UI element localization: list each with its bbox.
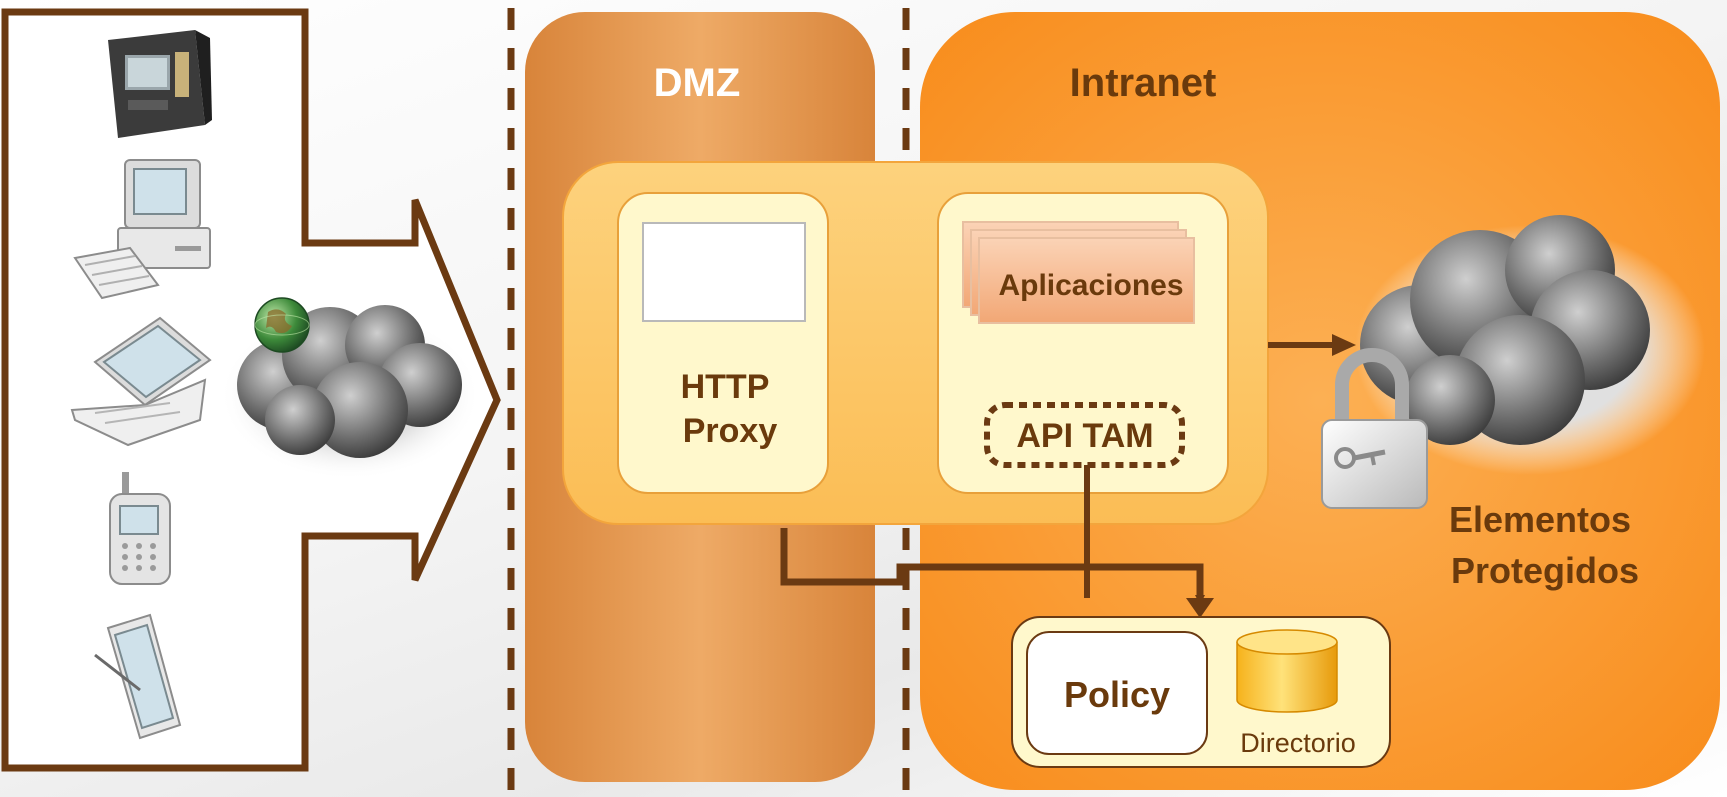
protected-cloud-icon [1355, 215, 1705, 475]
protected-label-line2: Protegidos [1451, 550, 1639, 591]
policy-box [1026, 631, 1208, 755]
desktop-computer-icon [73, 159, 211, 300]
http-proxy-label-line2: Proxy [683, 412, 778, 450]
protected-label-line1: Elementos [1449, 499, 1631, 540]
api-tam-box [984, 402, 1185, 468]
policy-label: Policy [1064, 674, 1170, 715]
laptop-icon [70, 316, 212, 447]
tablet-icon [94, 613, 182, 740]
globe-icon [254, 297, 310, 353]
protected-arrowhead [1332, 334, 1356, 356]
dmz-title: DMZ [654, 61, 741, 105]
api-tam-label: API TAM [1016, 417, 1153, 455]
mobile-phone-icon [109, 472, 171, 585]
applications-stack [962, 221, 1195, 324]
http-proxy-label-line1: HTTP [681, 368, 770, 406]
directory-database-icon [1236, 629, 1338, 713]
intranet-title: Intranet [1070, 61, 1217, 105]
atm-icon [108, 30, 212, 138]
policy-arrowhead [1186, 598, 1214, 618]
applications-label: Aplicaciones [998, 269, 1183, 302]
directory-label: Directorio [1240, 728, 1356, 758]
padlock-icon [1321, 348, 1428, 509]
http-proxy-screen [642, 222, 806, 322]
proxy-to-policy-connector [780, 528, 1205, 605]
